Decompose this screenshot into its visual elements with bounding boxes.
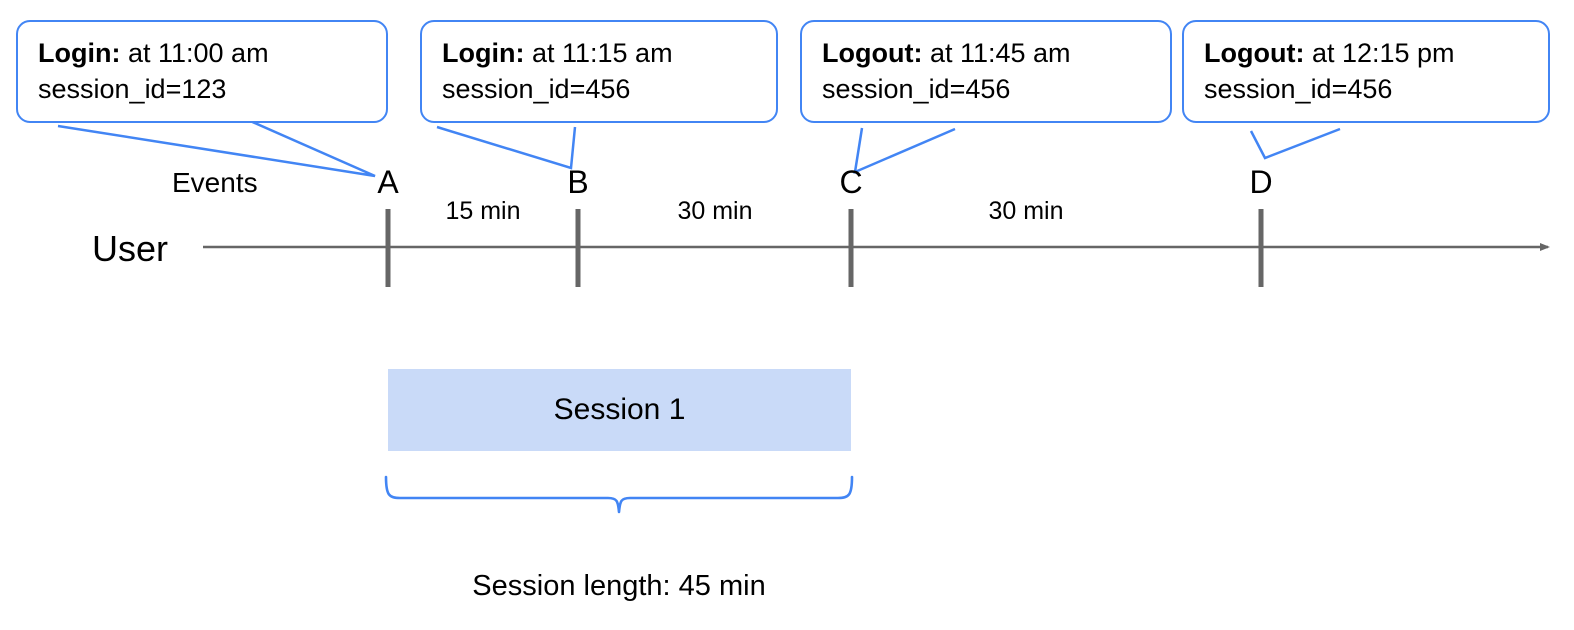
callout-time: at 11:00 am: [120, 38, 269, 68]
session-length-label: Session length: 45 min: [472, 570, 766, 602]
events-row-label: Events: [172, 167, 258, 198]
callout-time: at 11:15 am: [524, 38, 673, 68]
interval-label-cd: 30 min: [988, 197, 1064, 225]
interval-label-ab: 15 min: [445, 197, 521, 225]
session-brace: [384, 475, 854, 514]
user-row-label: User: [92, 228, 169, 269]
callout-tail-b: [436, 125, 577, 170]
callout-login-a[interactable]: Login: at 11:00 am session_id=123: [16, 20, 388, 124]
callout-tail-d: [1249, 127, 1341, 160]
callout-kind: Login:: [38, 38, 121, 68]
callout-time: at 12:15 pm: [1304, 38, 1455, 68]
tick-label-b: B: [567, 164, 589, 200]
callout-detail: session_id=456: [822, 73, 1011, 104]
interval-label-bc: 30 min: [677, 197, 753, 225]
tick-label-c: C: [839, 164, 863, 200]
callout-time: at 11:45 am: [922, 38, 1071, 68]
callout-logout-c[interactable]: Logout: at 11:45 am session_id=456: [800, 20, 1172, 124]
session-bar-label: Session 1: [553, 393, 686, 426]
callout-kind: Logout:: [1204, 38, 1305, 68]
callout-logout-d[interactable]: Logout: at 12:15 pm session_id=456: [1182, 20, 1550, 124]
callout-kind: Logout:: [822, 38, 923, 68]
callout-login-b[interactable]: Login: at 11:15 am session_id=456: [420, 20, 778, 124]
session-bar[interactable]: Session 1: [388, 369, 851, 451]
callout-detail: session_id=456: [442, 73, 631, 104]
tick-label-d: D: [1249, 164, 1273, 200]
tick-label-a: A: [377, 164, 399, 200]
callout-detail: session_id=456: [1204, 73, 1393, 104]
callout-detail: session_id=123: [38, 73, 227, 104]
callout-kind: Login:: [442, 38, 525, 68]
